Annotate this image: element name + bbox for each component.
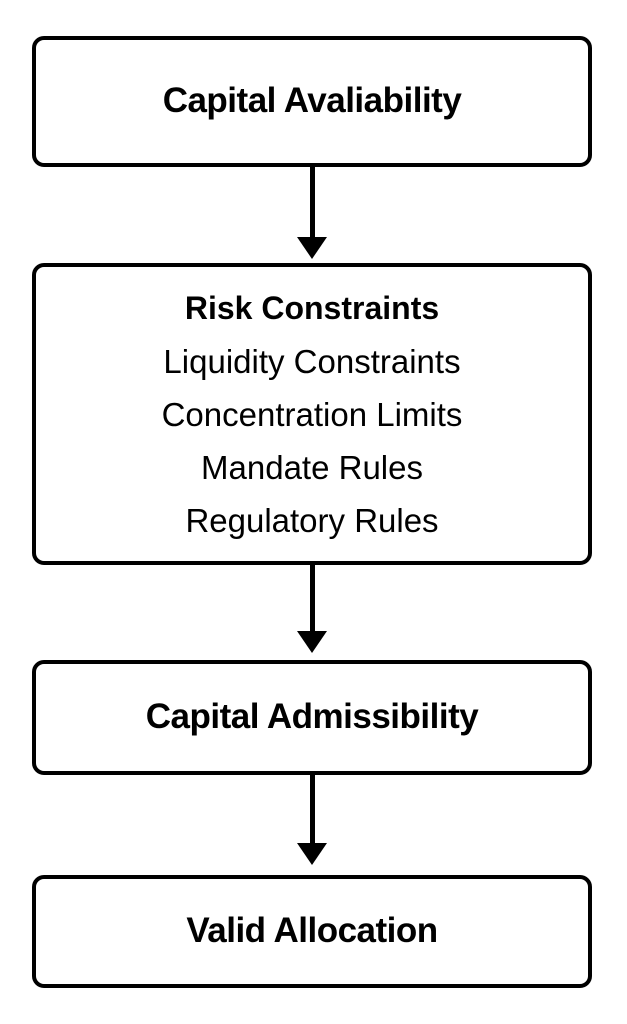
node-capital-availability-label: Capital Avaliability — [162, 81, 462, 121]
arrow-stem — [310, 775, 315, 845]
edge-arrow-2 — [297, 565, 327, 653]
arrow-down-icon — [297, 631, 327, 653]
arrow-stem — [310, 565, 315, 633]
edge-arrow-1 — [297, 167, 327, 259]
node-risk-constraints-line-concentration: Concentration Limits — [161, 395, 463, 433]
node-valid-allocation-label: Valid Allocation — [186, 911, 438, 951]
edge-arrow-3 — [297, 775, 327, 865]
node-capital-admissibility-label: Capital Admissibility — [145, 697, 479, 737]
node-risk-constraints-line-mandate: Mandate Rules — [201, 448, 423, 486]
arrow-down-icon — [297, 237, 327, 259]
arrow-down-icon — [297, 843, 327, 865]
node-valid-allocation: Valid Allocation — [32, 875, 592, 988]
node-capital-availability: Capital Avaliability — [32, 36, 592, 167]
arrow-stem — [310, 167, 315, 239]
node-risk-constraints-header: Risk Constraints — [184, 289, 440, 326]
node-risk-constraints: Risk Constraints Liquidity Constraints C… — [32, 263, 592, 565]
node-risk-constraints-line-liquidity: Liquidity Constraints — [163, 342, 461, 380]
node-risk-constraints-line-regulatory: Regulatory Rules — [185, 501, 439, 539]
node-capital-admissibility: Capital Admissibility — [32, 660, 592, 775]
